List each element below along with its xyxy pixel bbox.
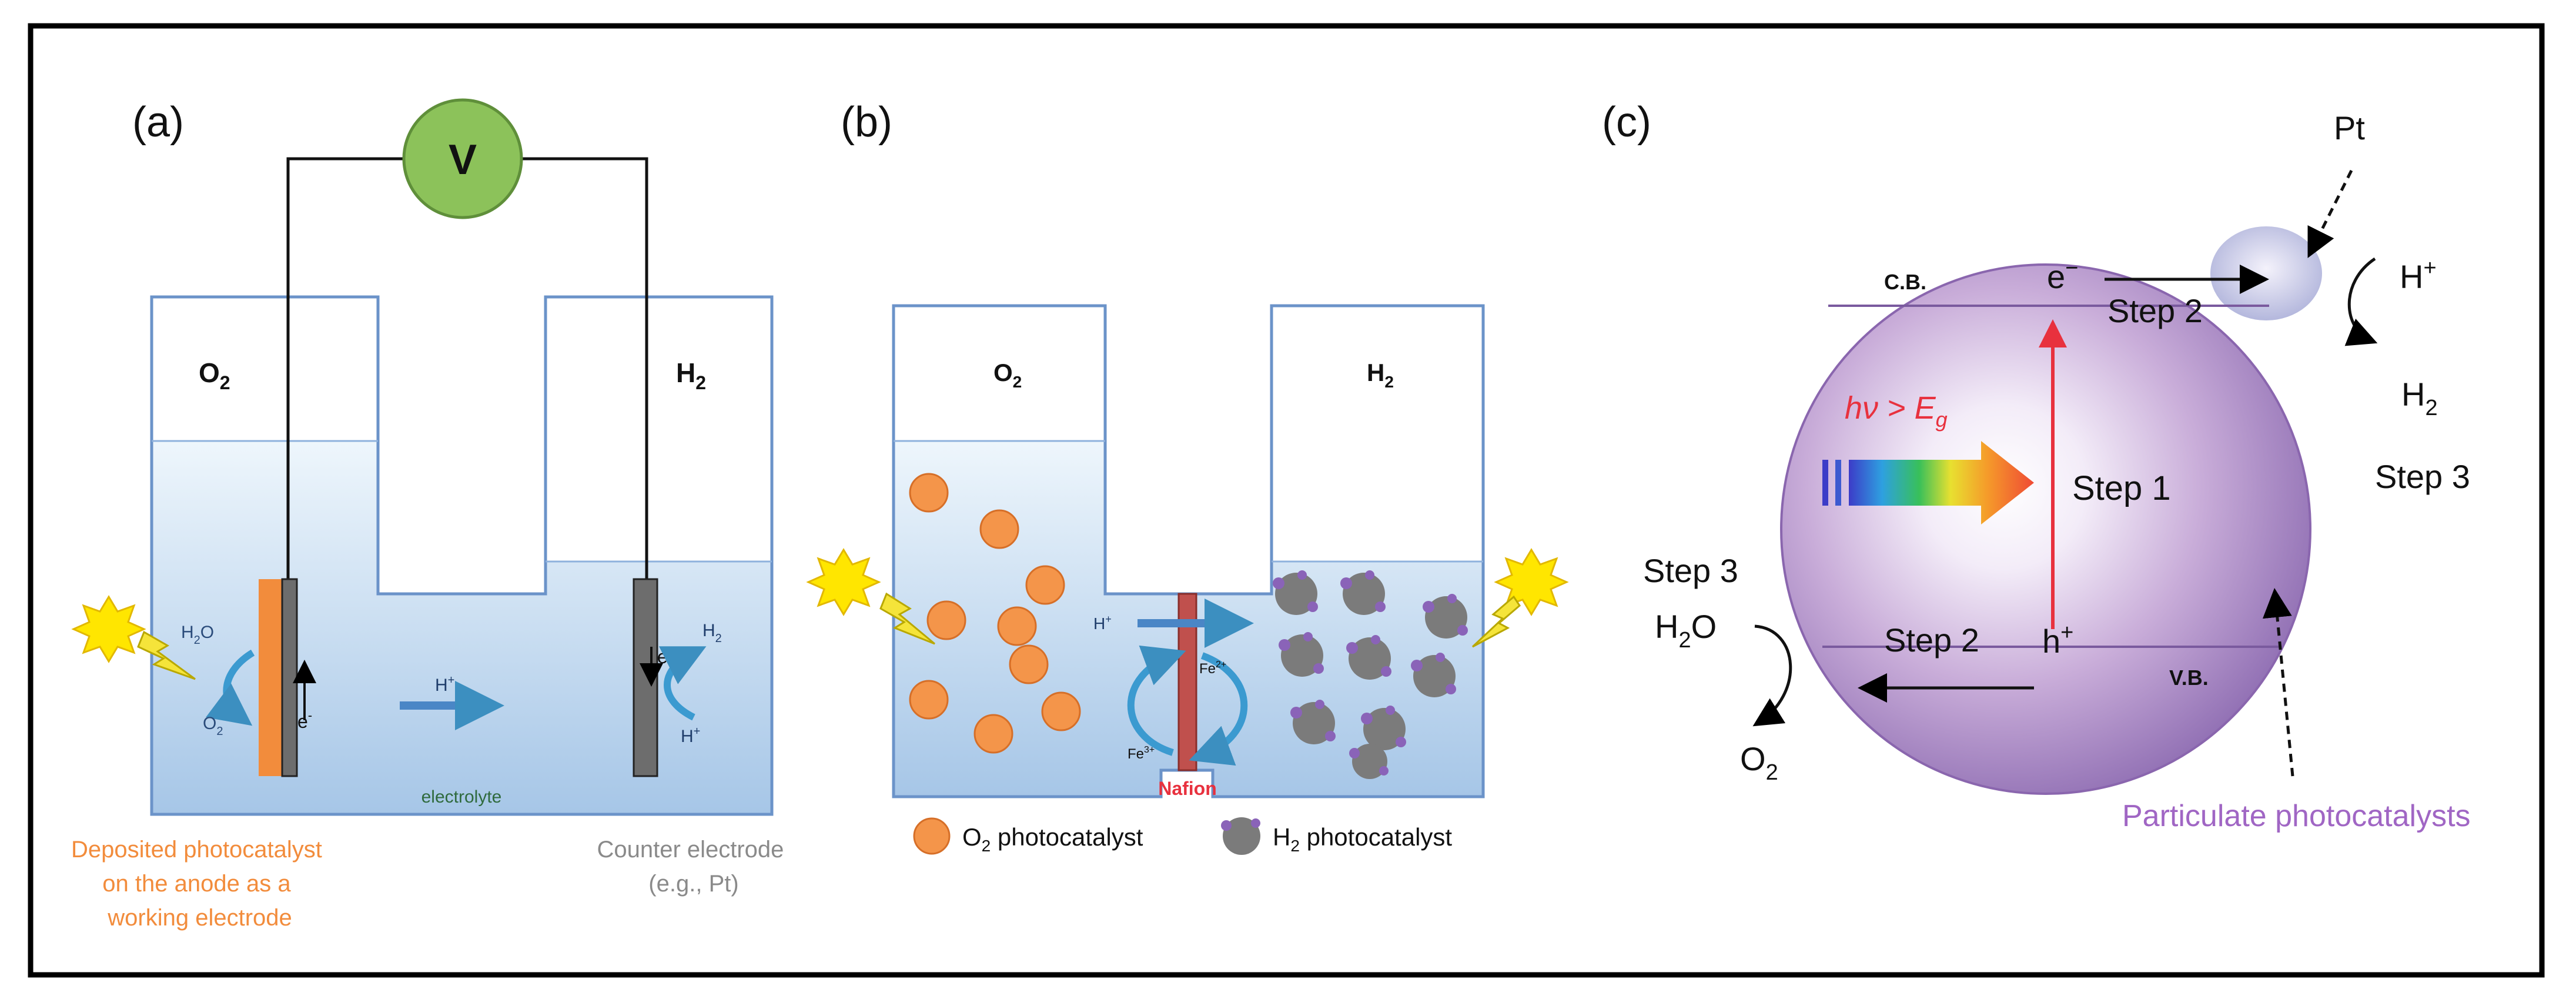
o2-product-c: O2 <box>1740 740 1778 785</box>
step2-top-label: Step 2 <box>2107 292 2203 329</box>
photon-bar-2 <box>1835 460 1841 506</box>
anode-electron: e- <box>297 708 312 732</box>
hydrogen-evolution-arrow-c <box>2344 257 2378 346</box>
h2-product-c: H2 <box>2401 376 2438 420</box>
anode-caption: Deposited photocatalyst on the anode as … <box>71 837 329 931</box>
lightning-icon <box>137 630 196 680</box>
step1-label: Step 1 <box>2072 469 2171 507</box>
step2-bottom-label: Step 2 <box>1884 621 1979 659</box>
sun-icon <box>806 548 881 616</box>
h2-product-a: H2 <box>702 621 722 645</box>
pt-pointer <box>2307 169 2353 258</box>
fe3-label: Fe3+ <box>1128 745 1155 762</box>
h2-label-a: H2 <box>676 357 706 393</box>
panel-b: (b) O2 H2 <box>806 99 1569 855</box>
electrolyte-water <box>152 441 772 814</box>
vb-label: V.B. <box>2169 666 2209 690</box>
fe-cycle-right <box>1189 652 1248 766</box>
proton-label-a: H+ <box>435 674 454 695</box>
h2-photocatalyst-particles <box>1273 570 1468 779</box>
water-oxidation-arrow-c <box>1752 624 1792 727</box>
dual-bed-tank <box>892 304 1485 798</box>
lightning-icon <box>879 592 935 645</box>
panel-a-label: (a) <box>132 99 184 146</box>
cb-label: C.B. <box>1884 270 1926 294</box>
anode-electrode <box>281 578 298 777</box>
fe-cycle-left <box>1127 645 1186 756</box>
fe2-label: Fe2+ <box>1199 660 1226 677</box>
panel-c-label: (c) <box>1602 99 1651 146</box>
water-oxidation-arrow <box>206 649 255 726</box>
step3-left-label: Step 3 <box>1643 552 1738 589</box>
cathode-caption: Counter electrode (e.g., Pt) <box>597 837 790 897</box>
photon-arrow <box>1849 441 2034 524</box>
o2-photocatalyst-particles <box>909 473 1081 754</box>
proton-label-c: H+ <box>2400 256 2437 295</box>
proton-label-b: H+ <box>1093 613 1112 633</box>
lightning-icon <box>1471 595 1521 648</box>
anode-photocatalyst <box>259 579 282 776</box>
hydrogen-evolution-arrow <box>658 646 707 721</box>
cathode-electrode <box>633 578 658 777</box>
legend-h2-swatch <box>1221 817 1260 855</box>
h2-label-b: H2 <box>1367 359 1394 391</box>
electron-label: e− <box>2047 256 2078 295</box>
photon-bar-1 <box>1822 460 1828 506</box>
legend-o2-label: O2 photocatalyst <box>962 823 1143 855</box>
voltmeter-label: V <box>449 136 477 183</box>
o2-product-a: O2 <box>203 714 223 738</box>
legend-h2-label: H2 photocatalyst <box>1273 823 1452 855</box>
h2o-label-c: H2O <box>1655 608 1717 653</box>
electrolyte-label: electrolyte <box>421 787 502 807</box>
wire-right <box>520 157 648 579</box>
step3-right-label: Step 3 <box>2375 458 2470 495</box>
nafion-label: Nafion <box>1158 778 1217 799</box>
o2-label-b: O2 <box>993 359 1022 391</box>
h2o-label-a: H2O <box>181 623 214 647</box>
photon-energy-label: hν > Eg <box>1845 390 1948 432</box>
hole-label: h+ <box>2042 620 2073 660</box>
panel-b-label: (b) <box>841 99 892 146</box>
panel-c: (c) C.B. V.B. e− h+ Step 1 hν > Eg Step … <box>1602 99 2471 833</box>
proton-cathode-label: H+ <box>681 725 700 746</box>
wire-left <box>286 157 404 579</box>
particulate-photocatalyst-sphere <box>1780 263 2311 795</box>
legend-o2-swatch <box>913 817 951 855</box>
pt-label: Pt <box>2334 109 2365 146</box>
particle-pointer <box>2262 588 2294 777</box>
particle-caption: Particulate photocatalysts <box>2122 799 2471 833</box>
voltmeter <box>402 98 523 219</box>
o2-label-a: O2 <box>199 357 230 393</box>
sun-icon <box>71 595 146 663</box>
panel-a: (a) V O2 H2 e- e- H2O O2 <box>71 98 790 931</box>
